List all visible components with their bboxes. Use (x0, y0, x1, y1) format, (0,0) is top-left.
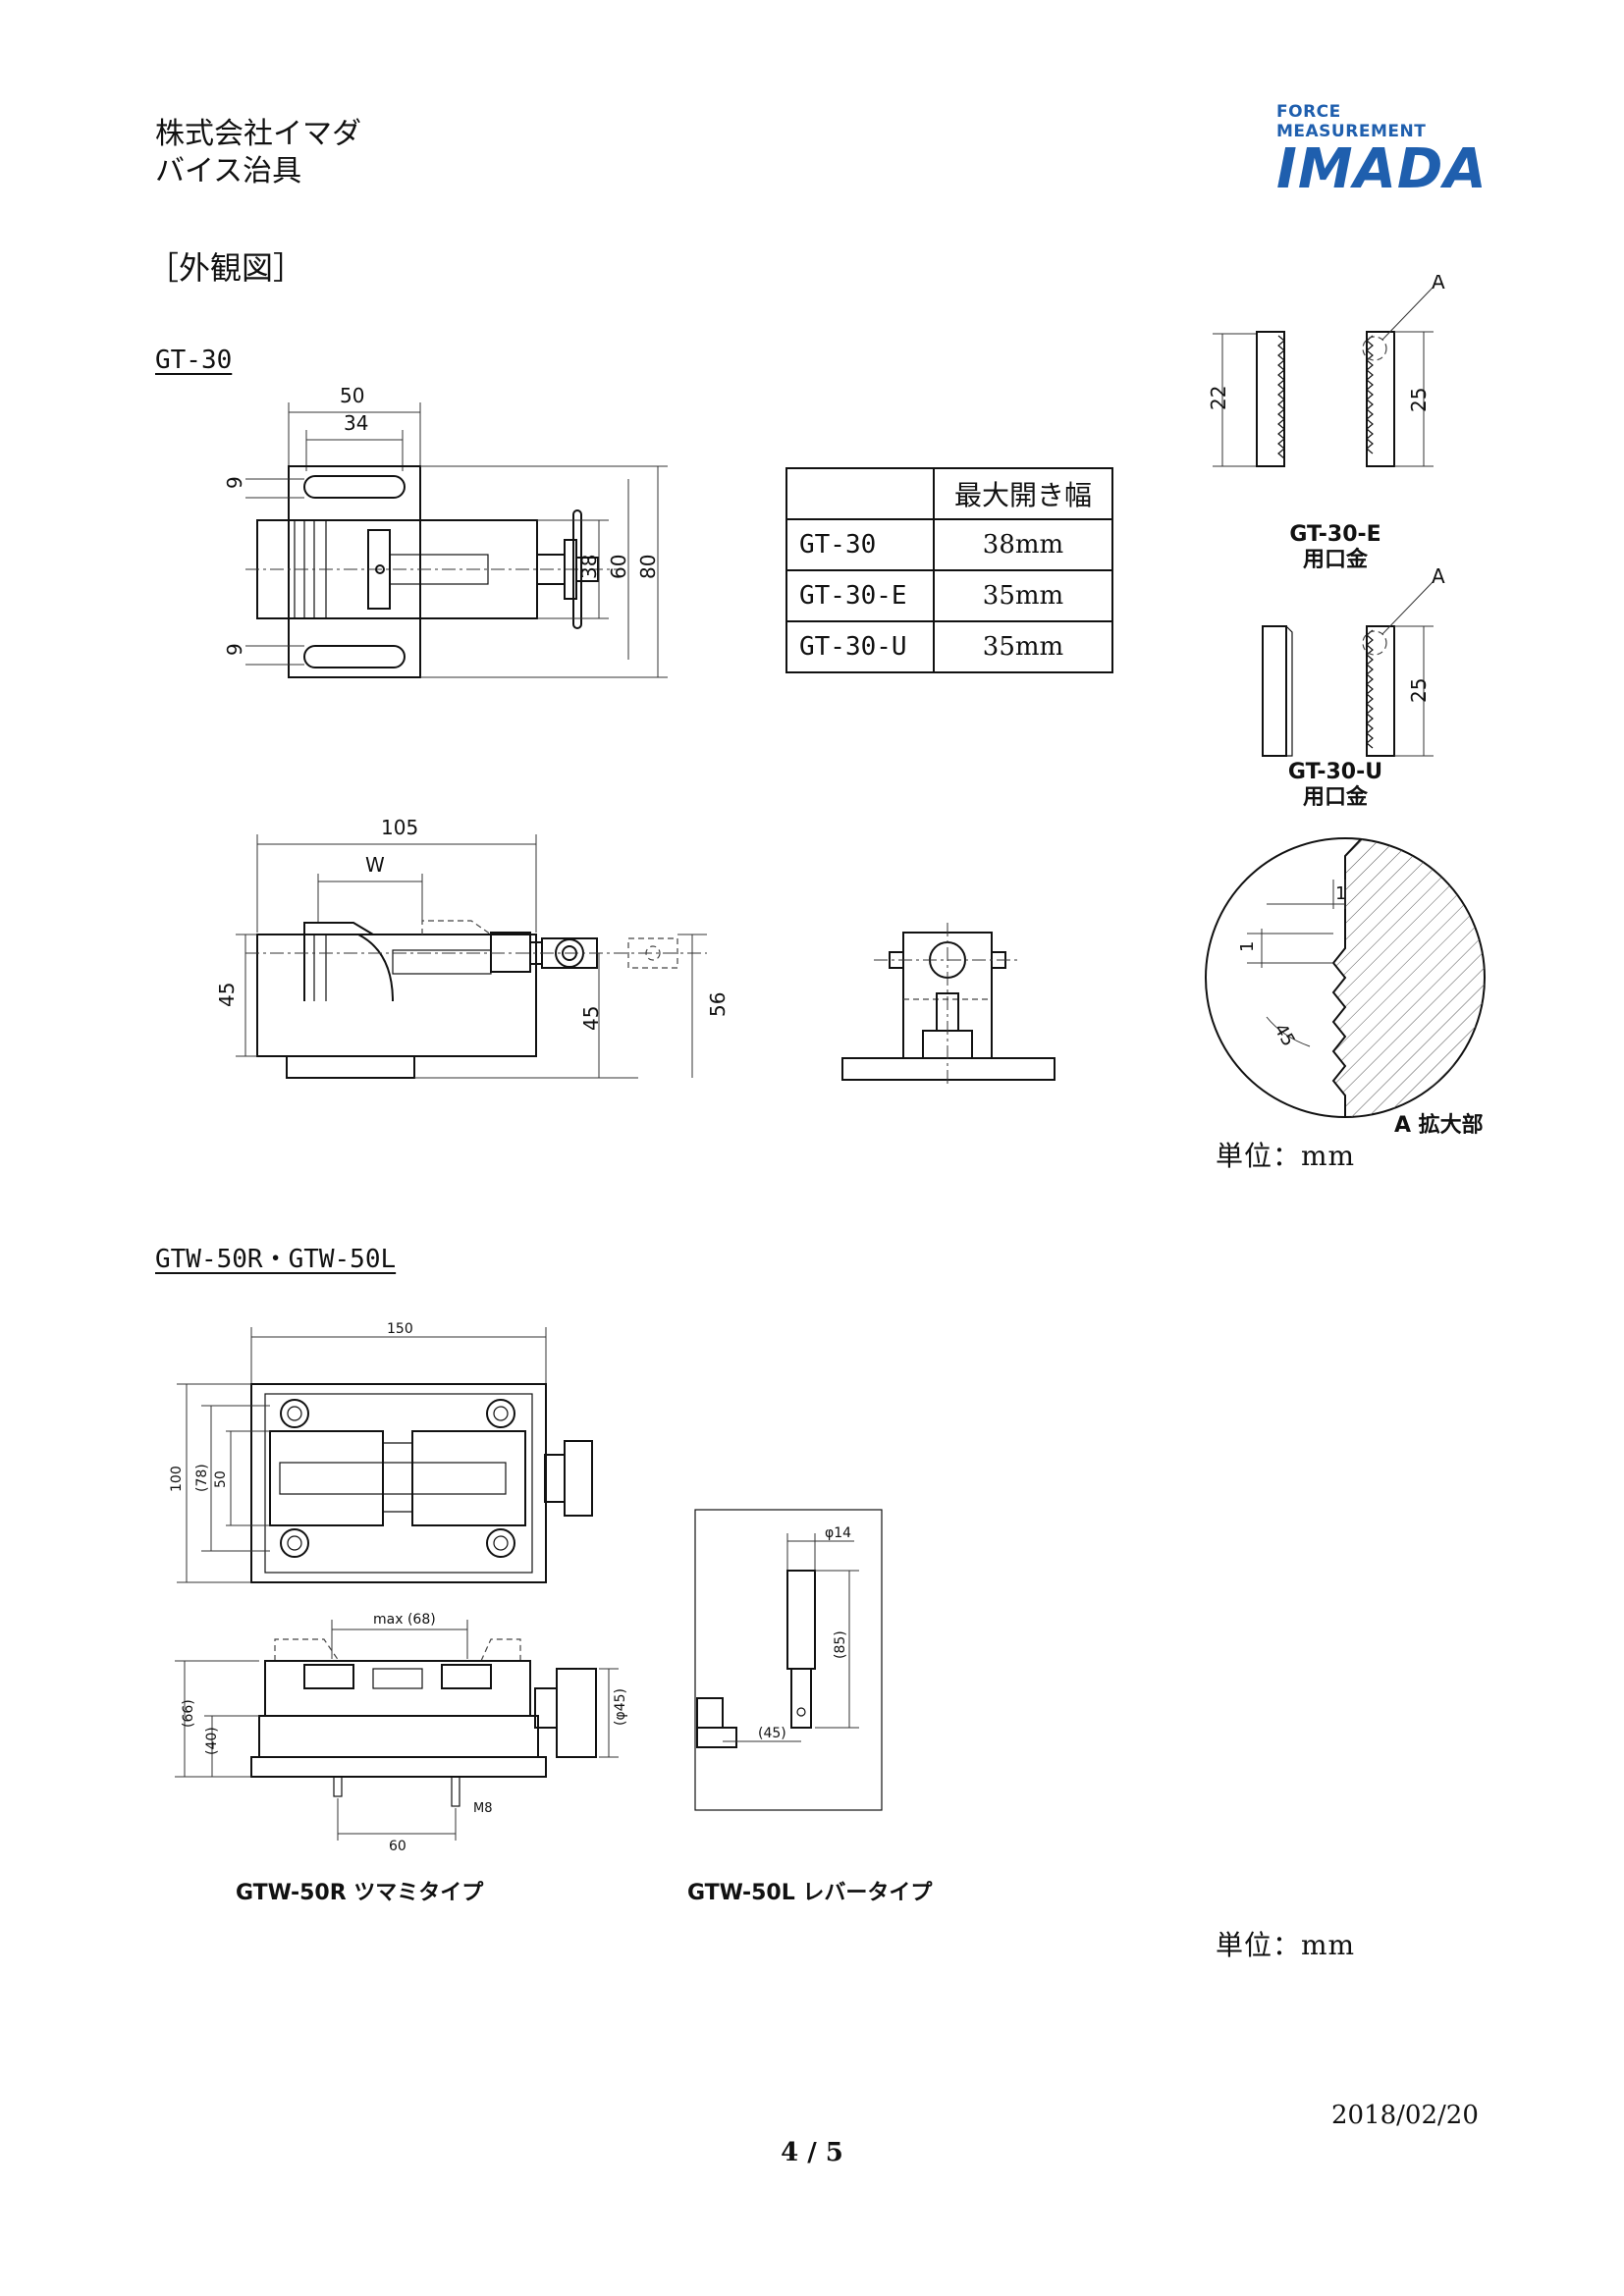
table-header-row: 最大開き幅 (785, 467, 1113, 520)
dim-max-68: max (68) (373, 1612, 436, 1628)
jaw-u-model: GT-30-U (1287, 760, 1383, 784)
dim-25-e: 25 (1407, 388, 1431, 412)
table-row: GT-30-E 35mm (785, 569, 1113, 622)
gtw-50l-caption: GTW-50L レバータイプ (687, 1881, 933, 1905)
gt30-label: GT-30 (155, 346, 233, 375)
gtw-lever-view: φ14 (85) (45) (694, 1509, 883, 1811)
company-name: 株式会社イマダ (155, 117, 361, 151)
jaw-e-drawing: 22 25 A (1207, 275, 1445, 467)
dim-78: (78) (194, 1464, 210, 1492)
dim-56: 56 (706, 992, 730, 1017)
jaw-u-drawing: 25 A (1262, 567, 1445, 757)
dim-50: 50 (340, 384, 364, 407)
dim-9-top: 9 (223, 476, 246, 489)
gtw-label: GTW-50R・GTW-50L (155, 1245, 397, 1274)
dim-45-right: 45 (579, 1006, 603, 1031)
dim-66: (66) (181, 1699, 196, 1728)
jaw-e-model: GT-30-E (1289, 522, 1381, 547)
table-cell-model: GT-30 (785, 518, 935, 571)
dim-60-gtw: 60 (389, 1839, 406, 1854)
table-cell-model: GT-30-E (785, 569, 935, 622)
gtw-top-view: 150 100 (78) 50 (169, 1321, 593, 1583)
dim-100: 100 (169, 1466, 185, 1492)
unit-label-1: 単位：mm (1216, 1140, 1356, 1172)
dim-60: 60 (607, 555, 630, 579)
dim-phi14: φ14 (825, 1525, 851, 1541)
dim-m8: M8 (473, 1801, 493, 1816)
table-cell-value: 38mm (933, 518, 1113, 571)
logo-tagline: FORCE MEASUREMENT (1276, 102, 1427, 141)
imada-logo: FORCE MEASUREMENT IMADA (1276, 102, 1492, 198)
section-title: ［外観図］ (147, 249, 305, 287)
jaw-u-caption: GT-30-U 用口金 (1257, 760, 1414, 811)
dim-phi45: (φ45) (613, 1688, 628, 1726)
gtw-front-view: max (68) (66) (40) (φ45) M8 60 (175, 1612, 628, 1854)
dim-85: (85) (833, 1630, 848, 1659)
label-a-u: A (1432, 567, 1445, 588)
detail-dim-1-v: 1 (1237, 941, 1258, 952)
logo-wordmark: IMADA (1276, 137, 1488, 201)
dim-150: 150 (387, 1321, 413, 1337)
max-opening-table: 最大開き幅 GT-30 38mm GT-30-E 35mm GT-30-U 35… (785, 467, 1113, 673)
gt30-end-view (841, 923, 1056, 1085)
table-header: 最大開き幅 (933, 467, 1113, 520)
detail-a-drawing: 1 1 45 (1205, 837, 1486, 1118)
dim-w: W (365, 853, 385, 877)
dim-80: 80 (636, 555, 660, 579)
gt30-side-view: 105 W 45 45 56 (215, 816, 730, 1079)
product-name: バイス治具 (155, 154, 302, 188)
detail-dim-1-h: 1 (1335, 883, 1346, 904)
jaw-e-desc: 用口金 (1302, 548, 1368, 572)
table-cell-value: 35mm (933, 620, 1113, 673)
table-row: GT-30 38mm (785, 518, 1113, 571)
dim-45-left: 45 (215, 983, 239, 1007)
dim-22: 22 (1207, 386, 1230, 410)
table-cell-model: GT-30-U (785, 620, 935, 673)
dim-38: 38 (577, 555, 601, 579)
dim-45-lever: (45) (758, 1726, 786, 1741)
unit-label-2: 単位：mm (1216, 1929, 1356, 1961)
detail-a-caption: A 拡大部 (1394, 1113, 1484, 1138)
gt30-top-view: 50 34 9 9 38 60 80 (223, 384, 668, 678)
gtw-50r-caption: GTW-50R ツマミタイプ (236, 1881, 484, 1905)
dim-50-gtw: 50 (213, 1470, 229, 1488)
jaw-u-desc: 用口金 (1302, 785, 1368, 810)
table-cell-value: 35mm (933, 569, 1113, 622)
doc-date: 2018/02/20 (1331, 2101, 1479, 2130)
dim-40: (40) (204, 1727, 220, 1755)
dim-9-bottom: 9 (223, 643, 246, 656)
page-number: 4 / 5 (781, 2138, 843, 2167)
jaw-e-caption: GT-30-E 用口金 (1257, 522, 1414, 573)
dim-34: 34 (344, 411, 368, 435)
table-row: GT-30-U 35mm (785, 620, 1113, 673)
dim-25-u: 25 (1407, 678, 1431, 703)
dim-105: 105 (381, 816, 418, 839)
label-a-e: A (1432, 275, 1445, 294)
